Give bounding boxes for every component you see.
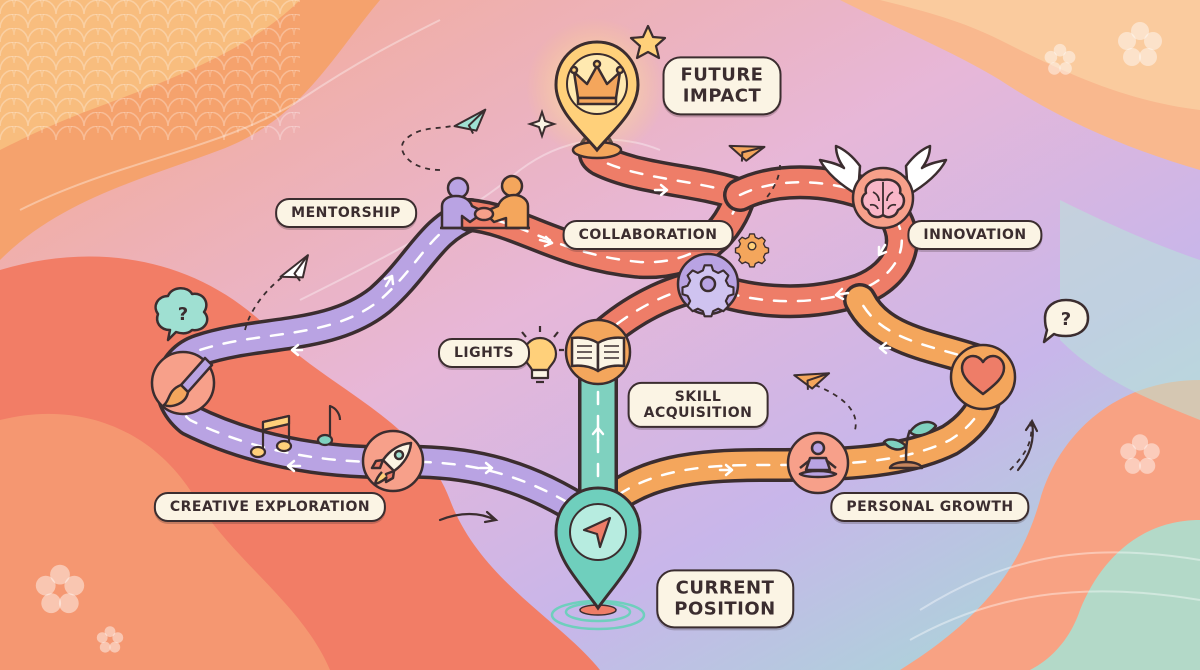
- arrow-right-icon: [478, 461, 494, 475]
- start-pin: [550, 486, 646, 631]
- sakura-flower-icon: [96, 626, 124, 653]
- question-bubbles: ? ?: [154, 287, 1090, 344]
- arrow-left-icon: [878, 341, 892, 355]
- arrow-left-icon: [286, 459, 302, 473]
- music-note-icon: [316, 404, 342, 447]
- road-direction-arrows: [286, 183, 892, 477]
- star-icon: [629, 24, 667, 60]
- sakura-decorations: [35, 22, 1162, 653]
- arrow-left-icon: [290, 343, 304, 357]
- sparkle-icon: [526, 108, 558, 140]
- paper-plane-trails: [244, 124, 1033, 471]
- label-innovation: INNOVATION: [907, 219, 1043, 251]
- arrow-right-icon: [718, 463, 734, 477]
- heart-icon: [960, 354, 1006, 396]
- question-mark: ?: [1061, 309, 1071, 330]
- speech-bubble-left: ?: [154, 287, 209, 342]
- goal-pin: [526, 18, 667, 160]
- music-note-icon: [249, 414, 293, 459]
- speech-bubble-right: ?: [1042, 298, 1090, 344]
- arrow-right-icon: [538, 235, 554, 248]
- crown-icon: [569, 59, 625, 106]
- right-wing-icon: [904, 144, 948, 197]
- paper-plane-icon: [279, 254, 309, 282]
- label-skill-acquisition: SKILL ACQUISITION: [627, 381, 769, 429]
- label-personal-growth: PERSONAL GROWTH: [830, 491, 1030, 523]
- skill-node: [564, 318, 632, 386]
- curved-arrow-icon: [438, 510, 499, 524]
- exploration-node: [361, 429, 425, 493]
- arrow-right-icon: [653, 183, 669, 197]
- paper-plane-icon: [793, 372, 831, 390]
- flow-arrows: [438, 418, 1039, 524]
- innovation-node: [818, 144, 948, 230]
- lightbulb-icon: [516, 326, 564, 384]
- rocket-icon: [370, 441, 413, 486]
- label-future-impact: FUTURE IMPACT: [662, 56, 782, 116]
- label-lights: LIGHTS: [438, 337, 530, 369]
- open-book-icon: [570, 336, 626, 373]
- label-mentorship: MENTORSHIP: [275, 197, 417, 229]
- sakura-flower-icon: [1044, 43, 1076, 75]
- question-mark: ?: [178, 304, 188, 325]
- navigation-arrow-icon: [582, 516, 612, 549]
- personal-node: [949, 343, 1017, 411]
- mentorship-node: [440, 174, 530, 230]
- sakura-flower-icon: [1118, 22, 1162, 66]
- brain-icon: [860, 178, 906, 219]
- paper-planes: [279, 108, 831, 390]
- arrow-up-icon: [591, 426, 605, 442]
- arrow-up-icon: [383, 274, 395, 288]
- label-current-position: CURRENT POSITION: [656, 569, 794, 629]
- paintbrush-icon: [162, 356, 214, 408]
- curved-arrow-icon: [1016, 418, 1039, 472]
- gear-icon: [734, 233, 770, 268]
- meditation-icon: [798, 440, 838, 479]
- paper-plane-icon: [728, 144, 766, 162]
- sakura-flower-icon: [1120, 434, 1160, 474]
- road-growth-loop: [583, 283, 1004, 527]
- growth-node: [786, 420, 938, 495]
- label-collaboration: COLLABORATION: [562, 219, 734, 251]
- collaboration-gears: [676, 233, 770, 318]
- arrow-left-icon: [834, 287, 850, 301]
- paper-plane-icon: [453, 108, 487, 135]
- sakura-flower-icon: [35, 564, 85, 614]
- arrow-down-icon: [877, 243, 888, 257]
- gear-icon: [681, 264, 735, 318]
- creative-node: [150, 350, 216, 416]
- music-notes: [249, 404, 342, 459]
- sprout-icon: [882, 420, 938, 470]
- left-wing-icon: [818, 144, 862, 197]
- label-creative-exploration: CREATIVE EXPLORATION: [153, 491, 387, 523]
- handshake-people-icon: [440, 174, 530, 230]
